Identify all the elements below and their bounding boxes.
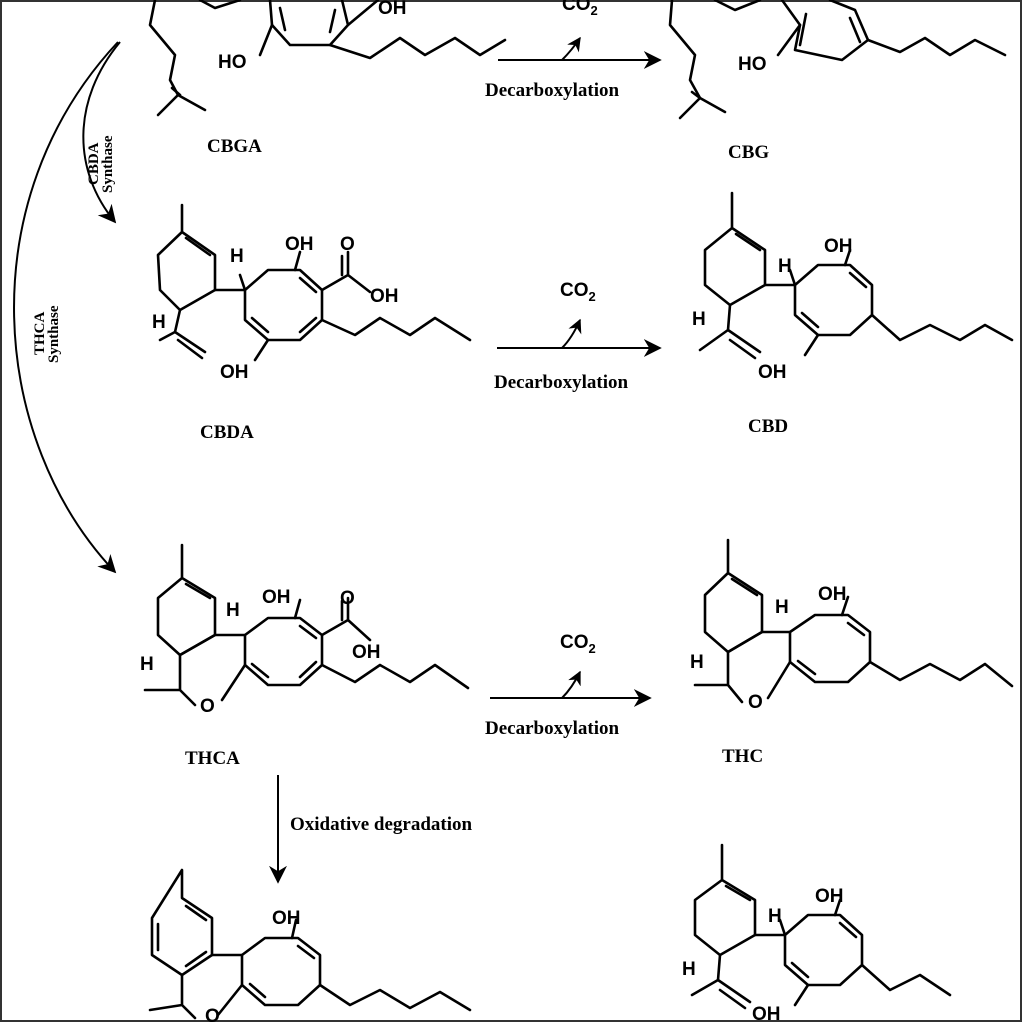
cbdv-h-left: H — [682, 959, 696, 980]
cbdv-h-top: H — [768, 906, 782, 927]
cbga-ho: HO — [218, 52, 247, 73]
svg-text:Synthase: Synthase — [46, 305, 62, 363]
cbda-synthase-arrow — [82, 41, 121, 224]
arrow-cbda-to-cbd — [497, 318, 662, 357]
cbga-oh-top: OH — [378, 0, 407, 19]
thca-acid-oh: OH — [352, 642, 381, 663]
thc-oh: OH — [818, 584, 847, 605]
thc-ring-o: O — [748, 692, 763, 713]
thca-h-left: H — [140, 654, 154, 675]
label-cbda: CBDA — [200, 422, 254, 443]
decarboxylation-label-3: Decarboxylation — [485, 718, 619, 739]
cbd-h-top: H — [778, 256, 792, 277]
svg-text:CBDA: CBDA — [86, 142, 102, 185]
oxidative-degradation-label: Oxidative degradation — [290, 814, 473, 835]
cbdv-oh-bottom: OH — [752, 1004, 781, 1024]
svg-text:THCA: THCA — [32, 311, 48, 355]
cbda-structure: OH O OH H H OH — [152, 203, 472, 383]
thc-h-left: H — [690, 652, 704, 673]
thca-carbonyl-o: O — [340, 588, 355, 609]
cbn-ring-o: O — [205, 1006, 220, 1024]
decarboxylation-label-1: Decarboxylation — [485, 80, 619, 101]
thca-synthase-arrow — [13, 41, 119, 574]
label-thc: THC — [722, 746, 763, 767]
cbd-structure: OH H H OH — [692, 191, 1014, 383]
arrow-thca-to-thc — [490, 670, 652, 707]
cbn-oh: OH — [272, 908, 301, 929]
cbg-structure: HO — [668, 0, 1007, 120]
cbd-oh-bottom: OH — [758, 362, 787, 383]
cbda-acid-oh: OH — [370, 286, 399, 307]
label-cbd: CBD — [748, 416, 788, 437]
thca-synthase-label: THCA Synthase — [32, 305, 62, 363]
cbda-oh-bottom: OH — [220, 362, 249, 383]
thca-oh-phenol: OH — [262, 587, 291, 608]
cbg-ho: HO — [738, 54, 767, 75]
svg-text:Synthase: Synthase — [100, 135, 116, 193]
cbda-h-top: H — [230, 246, 244, 267]
thca-ring-o: O — [200, 696, 215, 717]
thca-h-top: H — [226, 600, 240, 621]
thca-structure: OH O OH H H O — [140, 543, 470, 717]
cbda-oh-phenol: OH — [285, 234, 314, 255]
cbda-h-left: H — [152, 312, 166, 333]
cbdv-structure: OH H H OH — [682, 843, 952, 1024]
cbn-structure: OH O — [148, 868, 472, 1024]
arrow-cbga-to-cbg — [498, 36, 662, 69]
label-thca: THCA — [185, 748, 240, 769]
cbga-structure: OH HO — [148, 0, 507, 117]
co2-2: CO2 — [560, 280, 596, 304]
label-cbga: CBGA — [207, 136, 262, 157]
cbdv-oh-top: OH — [815, 886, 844, 907]
cbd-h-left: H — [692, 309, 706, 330]
thc-structure: OH H H O — [690, 538, 1014, 713]
co2-3: CO2 — [560, 632, 596, 656]
cbda-carbonyl-o: O — [340, 234, 355, 255]
co2-1: CO2 — [562, 0, 598, 18]
thc-h-top: H — [775, 597, 789, 618]
decarboxylation-label-2: Decarboxylation — [494, 372, 628, 393]
cbd-oh-top: OH — [824, 236, 853, 257]
label-cbg: CBG — [728, 142, 769, 163]
cbda-synthase-label: CBDA Synthase — [86, 135, 116, 193]
